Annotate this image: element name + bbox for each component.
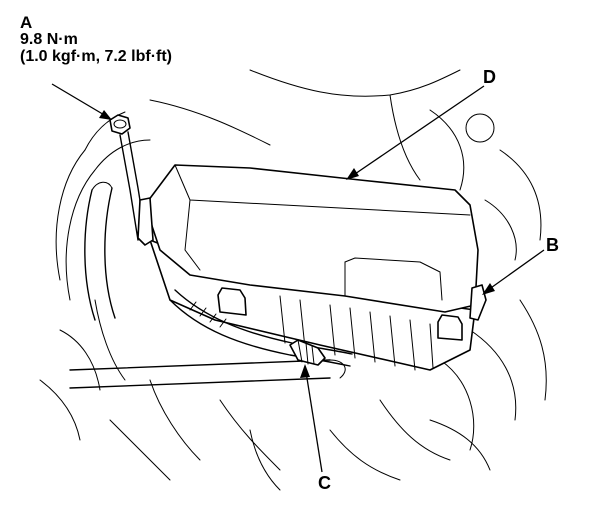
bolt-a (109, 114, 131, 135)
engine-background (39, 69, 547, 491)
leader-lines (51, 83, 545, 473)
callout-a-torque-nm: 9.8 N·m (20, 31, 78, 48)
harness-clamp-c (169, 289, 353, 367)
callout-d-letter: D (483, 67, 496, 87)
under-hood-fuse-box (137, 164, 487, 371)
callout-b-letter: B (546, 235, 559, 255)
callout-a-torque-alt: (1.0 kgf·m, 7.2 lbf·ft) (20, 48, 173, 65)
callout-a-letter: A (20, 13, 33, 32)
callout-a: A 9.8 N·m (1.0 kgf·m, 7.2 lbf·ft) (20, 14, 172, 65)
callout-c-letter: C (318, 473, 331, 493)
